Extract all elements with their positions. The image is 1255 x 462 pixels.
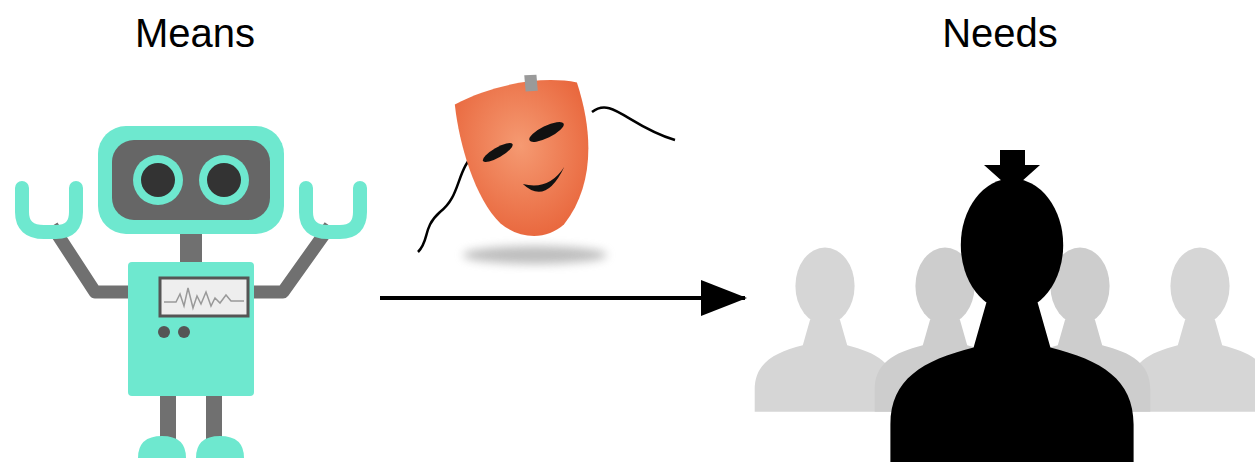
illustrated-node: Needs <box>745 5 1255 462</box>
robot-pupil <box>141 163 175 197</box>
node-heading: Means <box>11 6 379 56</box>
mask-shadow <box>463 246 607 264</box>
robot-hand <box>306 188 360 232</box>
mask-face <box>452 71 608 248</box>
robot-leg <box>206 390 222 440</box>
robot-body <box>128 262 254 396</box>
pointer-arrow <box>984 150 1040 190</box>
mask-string <box>592 107 675 140</box>
mask-smile <box>521 167 568 195</box>
robot-eye <box>199 155 249 205</box>
node-heading: Needs <box>746 6 1254 56</box>
flow-arrow <box>380 296 745 300</box>
mask-eye <box>527 118 566 145</box>
robot-face <box>112 140 270 220</box>
robot-leg <box>160 390 176 440</box>
robot-button <box>178 326 190 338</box>
robot-button <box>158 326 170 338</box>
robot-screen <box>160 278 248 316</box>
robot-foot <box>196 436 244 458</box>
illustrated-node: Means <box>10 5 380 460</box>
robot-illustration <box>22 126 360 458</box>
robot-eye <box>133 155 183 205</box>
robot-waveform <box>164 288 244 308</box>
robot-hand <box>22 188 76 232</box>
robot-pupil <box>207 163 241 197</box>
mask-illustration <box>418 65 675 264</box>
robot-head <box>98 126 284 234</box>
highlighted-person <box>890 178 1133 462</box>
mask-strap <box>522 73 539 94</box>
crowd-illustration <box>755 150 1255 462</box>
robot-foot <box>138 436 186 458</box>
mask-eye <box>481 140 515 166</box>
grey-person <box>755 248 896 412</box>
